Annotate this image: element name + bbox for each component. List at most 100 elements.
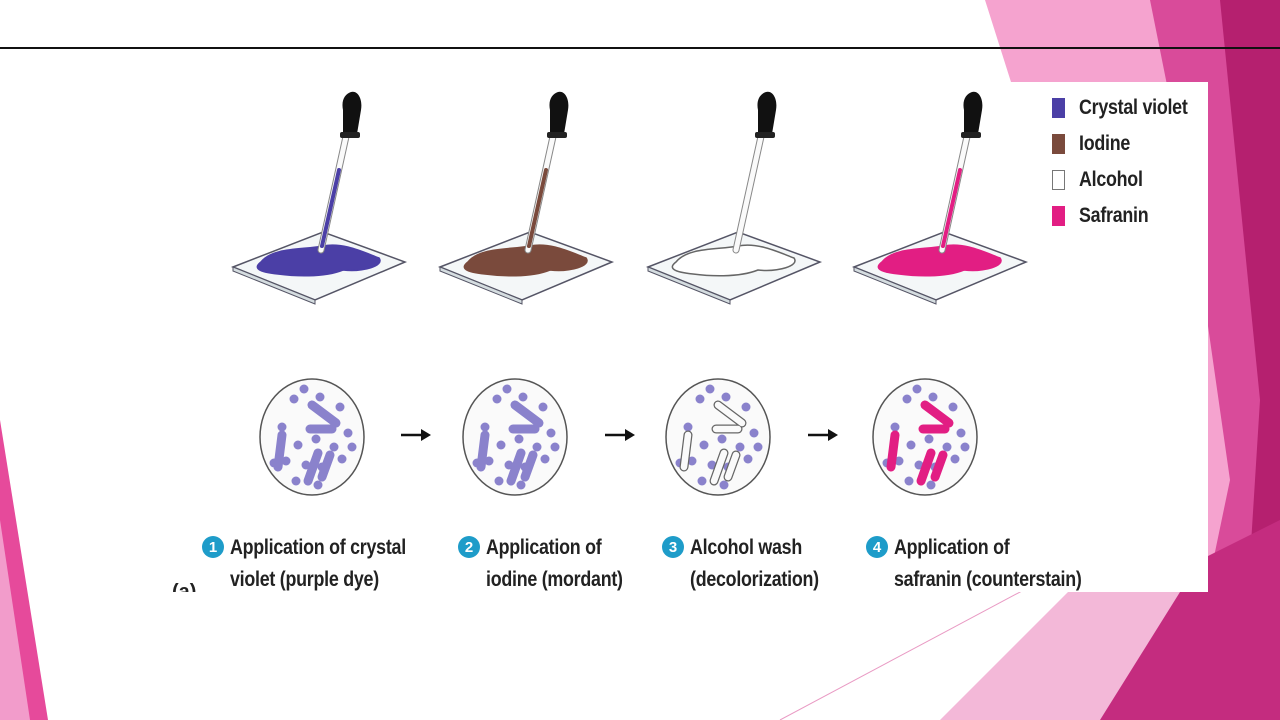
step-arrow-1 [401, 429, 431, 441]
coccus-cell [894, 456, 904, 466]
coccus-cell [705, 384, 715, 394]
step-caption-1: 1 Application of crystal violet (purple … [202, 532, 437, 596]
coccus-cell [299, 384, 309, 394]
coccus-cell [343, 428, 353, 438]
step-caption-line: Application of [894, 536, 1010, 559]
step-3-slide-group [645, 91, 823, 305]
coccus-cell [502, 384, 512, 394]
coccus-cell [942, 442, 952, 452]
legend-swatch [1052, 170, 1065, 190]
step-caption-line: Application of [486, 536, 602, 559]
step-4-cell-view [872, 378, 978, 496]
stain-smear [877, 244, 1002, 277]
bacillus-cell [273, 430, 287, 472]
arrow-head [421, 429, 431, 441]
bacillus-cell [317, 450, 335, 482]
coccus-cell [514, 434, 524, 444]
coccus-cell [948, 402, 958, 412]
coccus-cell [687, 456, 697, 466]
coccus-cell [480, 422, 490, 432]
coccus-cell [540, 454, 550, 464]
glass-slide-edge [439, 266, 523, 305]
legend-label: Crystal violet [1079, 96, 1188, 119]
dropper-collar [340, 132, 360, 138]
coccus-cell [741, 402, 751, 412]
step-2-cell-view [462, 378, 568, 496]
legend: Crystal violet Iodine Alcohol Safranin [1052, 90, 1207, 234]
coccus-cell [912, 384, 922, 394]
step-caption-line: Application of crystal [230, 536, 406, 559]
step-number-badge: 1 [202, 536, 224, 558]
coccus-cell [924, 434, 934, 444]
step-caption-4: 4 Application of safranin (counterstain) [866, 532, 1115, 596]
dropper-fluid [527, 168, 548, 248]
glass-slide-edge [232, 266, 316, 305]
coccus-cell [313, 480, 323, 490]
step-number-badge: 2 [458, 536, 480, 558]
coccus-cell [928, 392, 938, 402]
bacillus-cell-inner [714, 401, 746, 427]
bacillus-cell [303, 448, 323, 486]
coccus-cell [749, 428, 759, 438]
bacillus-cell [520, 450, 538, 482]
bg-shape-bottom-right-dark [1100, 520, 1280, 720]
step-arrow-3 [808, 429, 838, 441]
coccus-cell [719, 480, 729, 490]
legend-label: Safranin [1079, 204, 1149, 227]
bacillus-cell [930, 450, 948, 482]
bacillus-cell [307, 400, 341, 428]
coccus-cell [743, 454, 753, 464]
bacillus-cell [476, 430, 490, 472]
coccus-cell [315, 392, 325, 402]
legend-item-crystal-violet: Crystal violet [1052, 90, 1207, 126]
step-1-slide-group [230, 91, 408, 305]
panel-label: (a) [172, 581, 197, 592]
bacillus-cell-inner [710, 449, 728, 485]
glass-slide-edge [647, 266, 731, 305]
coccus-cell [337, 454, 347, 464]
coccus-cell [492, 394, 502, 404]
legend-swatch [1052, 98, 1065, 118]
step-3-cell-view [665, 378, 771, 496]
coccus-cell [906, 440, 916, 450]
coccus-cell [550, 442, 560, 452]
step-caption-line: (decolorization) [690, 568, 819, 591]
coccus-cell [902, 394, 912, 404]
coccus-cell [311, 434, 321, 444]
coccus-cell [532, 442, 542, 452]
dropper-fluid [941, 168, 962, 248]
coccus-cell [546, 428, 556, 438]
dropper-fluid [320, 168, 341, 248]
coccus-cell [281, 456, 291, 466]
bacillus-cell [916, 448, 936, 486]
coccus-cell [890, 422, 900, 432]
coccus-cell [956, 428, 966, 438]
bg-shape-left-light [0, 520, 30, 720]
coccus-cell [697, 476, 707, 486]
coccus-cell [960, 442, 970, 452]
step-caption-line: safranin (counterstain) [894, 568, 1082, 591]
bacillus-cell [506, 448, 526, 486]
stain-smear [256, 244, 381, 277]
step-caption-text: Application of safranin (counterstain) [894, 532, 1082, 596]
coccus-cell [293, 440, 303, 450]
coccus-cell [695, 394, 705, 404]
legend-item-iodine: Iodine [1052, 126, 1207, 162]
bacillus-cell [886, 430, 900, 472]
arrow-head [828, 429, 838, 441]
step-caption-text: Alcohol wash (decolorization) [690, 532, 819, 596]
step-1-cell-view [259, 378, 365, 496]
dropper-collar [961, 132, 981, 138]
dropper-bulb [549, 91, 569, 134]
legend-swatch [1052, 206, 1065, 226]
coccus-cell [277, 422, 287, 432]
step-caption-text: Application of crystal violet (purple dy… [230, 532, 406, 596]
dropper-bulb [757, 91, 777, 134]
coccus-cell [335, 402, 345, 412]
title-underline [0, 47, 1280, 49]
step-number-badge: 4 [866, 536, 888, 558]
legend-item-safranin: Safranin [1052, 198, 1207, 234]
coccus-cell [717, 434, 727, 444]
coccus-cell [538, 402, 548, 412]
step-caption-line: violet (purple dye) [230, 568, 379, 591]
